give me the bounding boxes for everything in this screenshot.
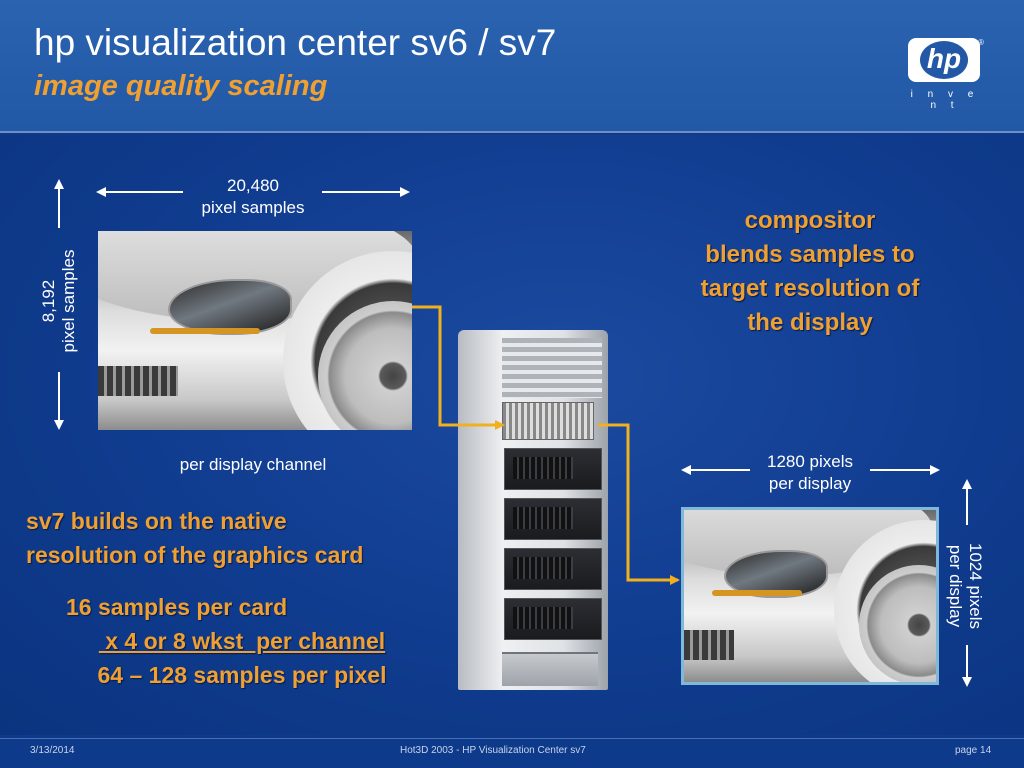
compositor-line-3: target resolution of [700, 275, 920, 302]
samples-summary: 16 samples per card x 4 or 8 wkst per ch… [52, 590, 432, 692]
display-height-unit: per display [946, 544, 965, 628]
rack-unit-2 [504, 498, 602, 540]
height-samples-label: 8,192 pixel samples [39, 236, 79, 366]
car-amber-strip [150, 328, 260, 334]
footer-title: Hot3D 2003 - HP Visualization Center sv7 [400, 745, 586, 756]
rack-io-panel [502, 402, 594, 440]
hp-logo-registered-mark: ® [978, 38, 984, 47]
rack-vents [502, 338, 602, 398]
hp-logo-tagline: i n v e n t [910, 89, 980, 111]
car-headlight-shape [168, 279, 292, 335]
display-resolution-car-image [681, 507, 939, 685]
compositor-description: compositor blends samples to target reso… [660, 204, 960, 340]
native-resolution-line-2: resolution of the graphics card [26, 542, 364, 568]
width-samples-value: 20,480 [227, 176, 279, 195]
height-samples-value: 8,192 [39, 279, 58, 323]
rack-unit-1 [504, 448, 602, 490]
compositor-line-4: the display [747, 309, 873, 336]
display-width-label: 1280 pixels per display [740, 451, 880, 495]
display-width-unit: per display [768, 474, 852, 493]
server-rack-image [450, 330, 615, 700]
slide-title: hp visualization center sv6 / sv7 [34, 22, 557, 63]
height-samples-unit: pixel samples [59, 249, 78, 353]
compositor-line-1: compositor [744, 207, 876, 234]
rack-unit-4 [504, 598, 602, 640]
display-height-label: 1024 pixels per display [945, 521, 985, 651]
hp-logo: hp [908, 38, 980, 82]
car-amber-strip [712, 590, 802, 596]
connector-image-to-rack [412, 305, 505, 430]
native-resolution-text: sv7 builds on the native resolution of t… [26, 504, 456, 572]
footer-date: 3/13/2014 [30, 745, 75, 756]
header-divider [0, 131, 1024, 133]
display-height-value: 1024 pixels [966, 542, 985, 629]
car-grille-shape [98, 366, 178, 396]
width-samples-label: 20,480 pixel samples [173, 175, 333, 219]
rack-unit-3 [504, 548, 602, 590]
title-bar: hp visualization center sv6 / sv7 image … [0, 0, 1024, 133]
footer-page-number: page 14 [955, 745, 992, 756]
display-width-value: 1280 pixels [766, 452, 853, 471]
samples-per-card: 16 samples per card [66, 594, 288, 620]
high-resolution-car-image [98, 231, 412, 430]
slide-subtitle: image quality scaling [34, 70, 328, 102]
connector-rack-to-display [598, 423, 680, 585]
samples-per-pixel: 64 – 128 samples per pixel [97, 662, 387, 688]
native-resolution-line-1: sv7 builds on the native [26, 508, 287, 534]
workstations-per-channel: x 4 or 8 wkst per channel [98, 628, 386, 654]
width-samples-unit: pixel samples [201, 198, 305, 217]
footer-divider [0, 738, 1024, 739]
hp-logo-mark: hp [920, 41, 968, 79]
per-display-channel-caption: per display channel [179, 455, 327, 474]
rack-base [502, 652, 598, 686]
compositor-line-2: blends samples to [705, 241, 915, 268]
car-grille-shape [684, 630, 734, 660]
